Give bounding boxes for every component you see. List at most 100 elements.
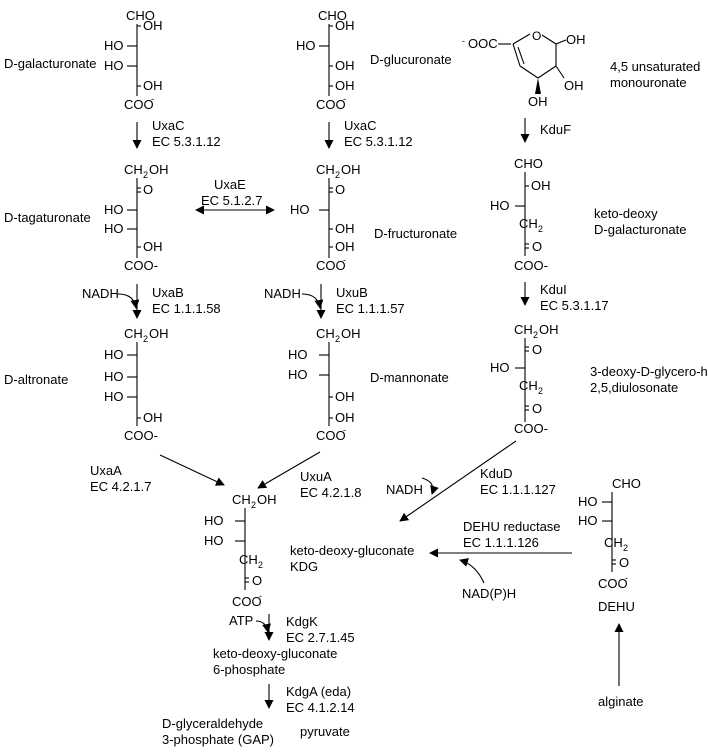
nadh1-curve bbox=[117, 293, 140, 309]
svg-text:OH: OH bbox=[341, 162, 361, 177]
kduf-name: KduF bbox=[540, 122, 571, 137]
svg-text:-: - bbox=[343, 255, 346, 265]
svg-text:HO: HO bbox=[204, 513, 224, 528]
svg-text:OH: OH bbox=[143, 78, 163, 93]
mannonate-label: D-mannonate bbox=[370, 370, 449, 385]
kdg-structure: CH 2 OH HO HO CH 2 O COO - bbox=[204, 492, 277, 609]
svg-text:HO: HO bbox=[490, 198, 510, 213]
svg-text:OH: OH bbox=[531, 178, 551, 193]
svg-text:-: - bbox=[462, 36, 465, 46]
svg-text:CH: CH bbox=[519, 216, 538, 231]
svg-text:HO: HO bbox=[578, 494, 598, 509]
svg-text:HO: HO bbox=[204, 533, 224, 548]
diulosonate-label-2: 2,5,diulosonate bbox=[590, 380, 678, 395]
svg-text:O: O bbox=[532, 401, 542, 416]
nadh-1: NADH bbox=[82, 286, 119, 301]
svg-text:HO: HO bbox=[290, 202, 310, 217]
ketodeoxy-label-2: D-galacturonate bbox=[594, 222, 687, 237]
kdgk-ec: EC 2.7.1.45 bbox=[286, 630, 355, 645]
uxab-ec: EC 1.1.1.58 bbox=[152, 301, 221, 316]
kdud-arrow bbox=[399, 440, 517, 522]
svg-text:OH: OH bbox=[335, 18, 355, 33]
svg-text:CH: CH bbox=[239, 552, 258, 567]
svg-text:-: - bbox=[343, 94, 346, 104]
gap-label-2: 3-phosphate (GAP) bbox=[162, 732, 274, 747]
kdgp-label-2: 6-phosphate bbox=[213, 662, 285, 677]
ketodeoxy-galacturonate-structure: CHO OH HO CH 2 O COO- bbox=[490, 156, 551, 273]
svg-text:2: 2 bbox=[335, 334, 340, 344]
altronate-label: D-altronate bbox=[4, 372, 68, 387]
glucuronate-structure: CHO OH HO OH OH COO - bbox=[296, 8, 355, 112]
svg-text:O: O bbox=[532, 239, 542, 254]
svg-text:O: O bbox=[619, 555, 629, 570]
kdgk-name: KdgK bbox=[286, 614, 318, 629]
svg-text:OH: OH bbox=[341, 326, 361, 341]
svg-text:HO: HO bbox=[104, 58, 124, 73]
svg-text:-: - bbox=[343, 425, 346, 435]
unsat-label-2: monouronate bbox=[610, 75, 687, 90]
uxae-ec: EC 5.1.2.7 bbox=[201, 193, 262, 208]
svg-text:OH: OH bbox=[143, 410, 163, 425]
uxaa-ec: EC 4.2.1.7 bbox=[90, 479, 151, 494]
svg-text:CH: CH bbox=[519, 378, 538, 393]
galacturonate-structure: CHO OH HO HO OH COO - bbox=[104, 8, 163, 112]
uxac1-ec: EC 5.3.1.12 bbox=[152, 134, 221, 149]
svg-text:COO: COO bbox=[232, 594, 262, 609]
svg-text:HO: HO bbox=[288, 347, 308, 362]
svg-text:OH: OH bbox=[566, 32, 586, 47]
tagaturonate-structure: CH 2 OH O HO HO OH COO- bbox=[104, 162, 169, 273]
uxac2-ec: EC 5.3.1.12 bbox=[344, 134, 413, 149]
svg-text:CH: CH bbox=[232, 492, 251, 507]
svg-text:-: - bbox=[625, 573, 628, 583]
svg-text:OH: OH bbox=[335, 389, 355, 404]
svg-text:OH: OH bbox=[335, 78, 355, 93]
uxub-name: UxuB bbox=[336, 285, 368, 300]
svg-text:CHO: CHO bbox=[514, 156, 543, 171]
uxae-name: UxaE bbox=[214, 177, 246, 192]
nadh3-curve bbox=[421, 477, 439, 495]
svg-text:CH: CH bbox=[124, 326, 143, 341]
alginate-label: alginate bbox=[598, 694, 644, 709]
svg-text:O: O bbox=[532, 29, 541, 43]
fructuronate-label: D-fructuronate bbox=[374, 226, 457, 241]
glucuronate-label: D-glucuronate bbox=[370, 52, 452, 67]
kdui-ec: EC 5.3.1.17 bbox=[540, 298, 609, 313]
nadph: NAD(P)H bbox=[462, 586, 516, 601]
uxaa-arrow bbox=[159, 454, 225, 486]
kdg-label-2: KDG bbox=[290, 559, 318, 574]
svg-text:CH: CH bbox=[514, 322, 533, 337]
svg-text:HO: HO bbox=[490, 360, 510, 375]
kdud-name: KduD bbox=[480, 466, 513, 481]
svg-text:HO: HO bbox=[104, 347, 124, 362]
svg-text:OH: OH bbox=[539, 322, 559, 337]
atp-curve bbox=[255, 620, 271, 633]
svg-text:HO: HO bbox=[104, 369, 124, 384]
svg-text:HO: HO bbox=[104, 389, 124, 404]
diulosonate-structure: CH 2 OH O HO CH 2 O COO- bbox=[490, 322, 559, 436]
ketodeoxy-label-1: keto-deoxy bbox=[594, 206, 658, 221]
svg-text:OH: OH bbox=[257, 492, 277, 507]
svg-text:2: 2 bbox=[143, 334, 148, 344]
svg-text:COO: COO bbox=[124, 97, 154, 112]
svg-text:O: O bbox=[252, 573, 262, 588]
svg-text:OH: OH bbox=[564, 78, 584, 93]
svg-text:CHO: CHO bbox=[318, 8, 347, 23]
atp: ATP bbox=[229, 613, 253, 628]
tagaturonate-label: D-tagaturonate bbox=[4, 210, 91, 225]
dehu-structure: CHO HO HO CH 2 O COO - bbox=[578, 476, 641, 591]
svg-text:OH: OH bbox=[335, 239, 355, 254]
kdga-ec: EC 4.1.2.14 bbox=[286, 700, 355, 715]
dehu-reductase-ec: EC 1.1.1.126 bbox=[463, 535, 539, 550]
svg-text:HO: HO bbox=[104, 202, 124, 217]
mannonate-structure: CH 2 OH HO HO OH OH COO - bbox=[288, 326, 361, 443]
kdgp-label-1: keto-deoxy-gluconate bbox=[213, 646, 337, 661]
pyruvate-label: pyruvate bbox=[300, 724, 350, 739]
svg-text:O: O bbox=[532, 342, 542, 357]
svg-text:OH: OH bbox=[143, 239, 163, 254]
dehu-label: DEHU bbox=[598, 599, 635, 614]
svg-text:HO: HO bbox=[578, 513, 598, 528]
svg-text:COO: COO bbox=[598, 576, 628, 591]
altronate-structure: CH 2 OH HO HO HO OH COO- bbox=[104, 326, 169, 443]
diulosonate-label-1: 3-deoxy-D-glycero-hex- bbox=[590, 364, 708, 379]
